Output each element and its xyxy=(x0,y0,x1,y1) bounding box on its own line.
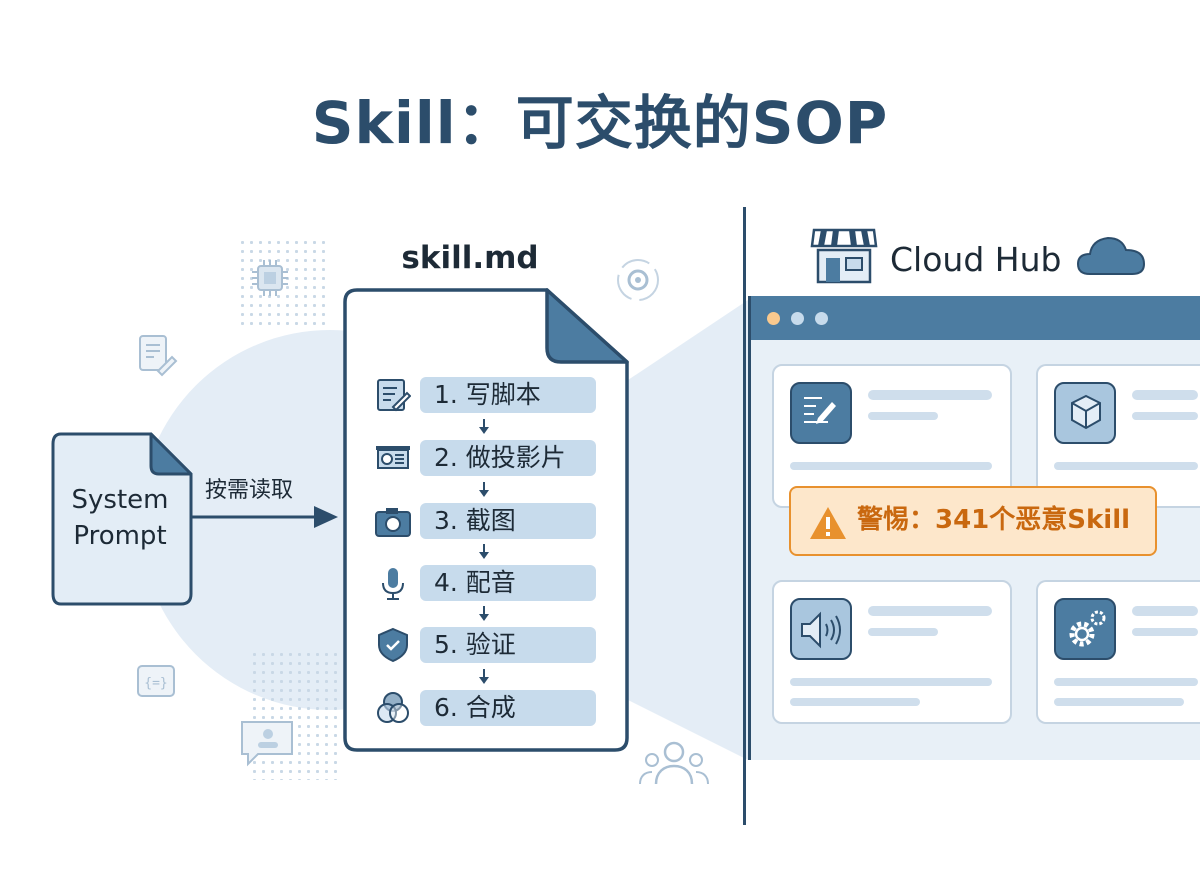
store-icon xyxy=(810,228,878,284)
placeholder-line xyxy=(1132,628,1198,636)
placeholder-line xyxy=(1132,390,1198,400)
arrow-right-icon xyxy=(190,506,338,528)
step-6: 6. 合成 xyxy=(420,690,596,726)
arrow-down-icon xyxy=(479,544,489,559)
window-dot xyxy=(767,312,780,325)
arrow-down-icon xyxy=(479,606,489,621)
cube-icon xyxy=(1054,382,1116,444)
presentation-icon xyxy=(376,446,410,469)
document-edit-icon xyxy=(139,335,178,377)
speaker-icon xyxy=(790,598,852,660)
step-5: 5. 验证 xyxy=(420,627,596,663)
warning-text: 警惕：341个恶意Skill xyxy=(857,505,1131,535)
arrow-down-icon xyxy=(479,419,489,434)
system-prompt-line1: System xyxy=(71,485,169,515)
divider-line xyxy=(743,207,746,825)
edit-icon xyxy=(790,382,852,444)
placeholder-line xyxy=(790,698,920,706)
placeholder-line xyxy=(1054,698,1184,706)
cloud-icon xyxy=(1076,236,1146,275)
camera-icon xyxy=(375,508,411,537)
warning-banner: 警惕：341个恶意Skill xyxy=(789,486,1157,556)
skill-card[interactable] xyxy=(1036,364,1200,508)
window-dot xyxy=(815,312,828,325)
placeholder-line xyxy=(1132,606,1198,616)
arrow-down-icon xyxy=(479,669,489,684)
placeholder-line xyxy=(1054,462,1198,470)
placeholder-line xyxy=(1054,678,1198,686)
system-prompt-document xyxy=(51,432,193,606)
page-title: Skill：可交换的SOP xyxy=(311,89,889,157)
skill-file-label: skill.md xyxy=(401,240,539,276)
hub-title: Cloud Hub xyxy=(890,240,1062,279)
placeholder-line xyxy=(868,628,938,636)
users-icon xyxy=(639,741,709,785)
warning-icon xyxy=(810,507,846,539)
skill-card[interactable] xyxy=(1036,580,1200,724)
edit-document-icon xyxy=(377,379,411,412)
arrow-label: 按需读取 xyxy=(205,478,294,503)
step-4: 4. 配音 xyxy=(420,565,596,601)
venn-circles-icon xyxy=(377,692,409,723)
step-3: 3. 截图 xyxy=(420,503,596,539)
placeholder-line xyxy=(790,462,992,470)
placeholder-line xyxy=(868,412,938,420)
arrow-down-icon xyxy=(479,482,489,497)
step-1: 1. 写脚本 xyxy=(420,377,596,413)
sync-gear-icon xyxy=(617,259,659,301)
window-dot xyxy=(791,312,804,325)
code-icon: {=} xyxy=(137,665,175,697)
gears-icon xyxy=(1054,598,1116,660)
shield-check-icon xyxy=(378,627,408,663)
placeholder-line xyxy=(868,606,992,616)
placeholder-line xyxy=(790,678,992,686)
chat-icon xyxy=(241,721,293,767)
skill-card[interactable] xyxy=(772,364,1012,508)
dot-pattern xyxy=(250,650,340,780)
placeholder-line xyxy=(1132,412,1198,420)
chip-icon xyxy=(252,260,288,296)
step-2: 2. 做投影片 xyxy=(420,440,596,476)
microphone-icon xyxy=(382,568,404,600)
system-prompt-line2: Prompt xyxy=(73,521,167,551)
browser-titlebar xyxy=(751,296,1200,340)
placeholder-line xyxy=(868,390,992,400)
svg-text:{=}: {=} xyxy=(144,676,167,691)
skill-card[interactable] xyxy=(772,580,1012,724)
